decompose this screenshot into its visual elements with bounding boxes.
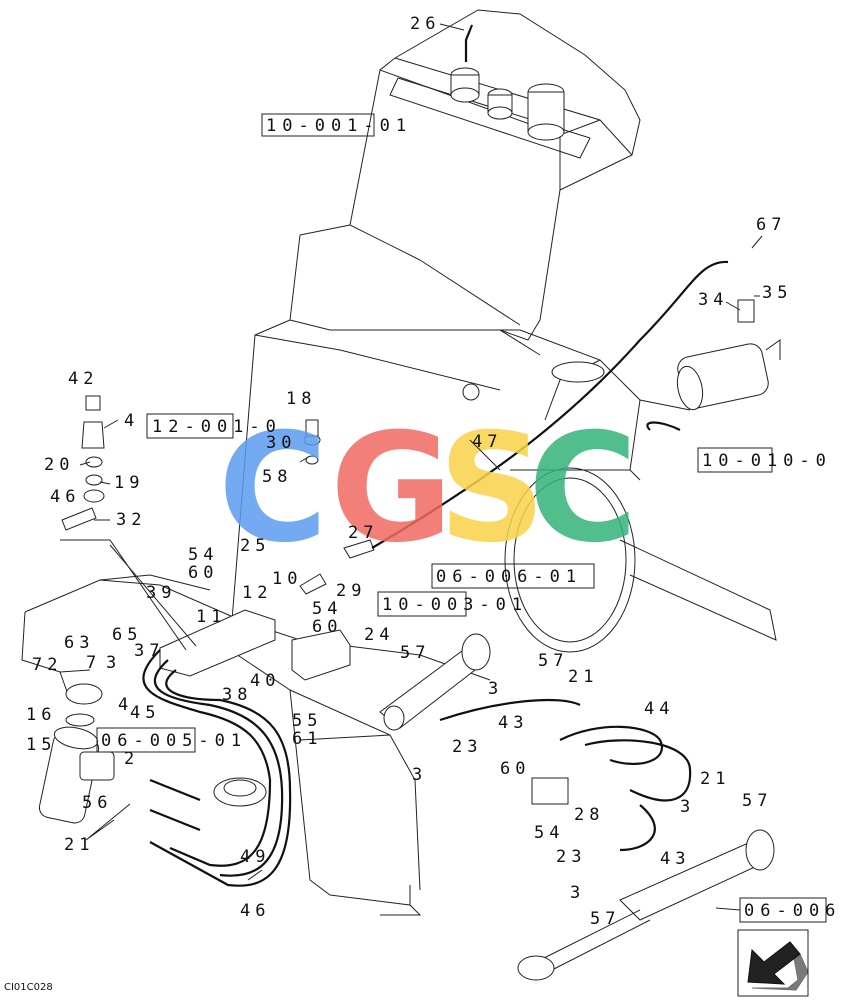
part-label: 43 — [660, 849, 690, 869]
reference-number: 06-005-01 — [101, 731, 247, 751]
part-label: 23 — [452, 737, 482, 757]
part-label: 57 — [742, 791, 772, 811]
reference-box: 10-001-01 — [261, 113, 412, 137]
hose-lines — [142, 260, 729, 887]
part-label: 25 — [240, 536, 270, 556]
reference-box: 12-001-0 — [146, 413, 282, 439]
part-labels: 26 67 35 34 42 4 20 19 46 32 18 30 58 47… — [26, 14, 792, 929]
part-label: 60 — [188, 563, 218, 583]
part-label: 23 — [556, 847, 586, 867]
part-label: 3 — [106, 653, 121, 673]
reference-number: 06-006 — [744, 901, 841, 921]
part-label: 58 — [262, 467, 292, 487]
part-label: 45 — [130, 703, 160, 723]
part-label: 30 — [266, 433, 296, 453]
watermark-letter: G — [330, 402, 453, 576]
reference-number: 10-003-01 — [382, 595, 528, 615]
part-label: 65 — [112, 625, 142, 645]
part-label: 3 — [570, 883, 585, 903]
part-label: 49 — [240, 847, 270, 867]
part-label: 12 — [242, 583, 272, 603]
part-label: 55 — [292, 711, 322, 731]
part-label: 3 — [680, 797, 695, 817]
part-label: 16 — [26, 705, 56, 725]
direction-arrow-icon — [737, 929, 809, 997]
part-label: 3 — [488, 679, 503, 699]
part-label: 72 — [32, 655, 62, 675]
reference-box: 10-003-01 — [377, 591, 528, 617]
part-label: 46 — [50, 487, 80, 507]
part-label: 63 — [64, 633, 94, 653]
part-label: 24 — [364, 625, 394, 645]
part-label: 60 — [500, 759, 530, 779]
part-label: 15 — [26, 735, 56, 755]
part-label: 38 — [222, 685, 252, 705]
part-label: 60 — [312, 617, 342, 637]
reference-box: 06-006-01 — [431, 563, 595, 589]
part-label: 29 — [336, 581, 366, 601]
watermark-letter: C — [528, 402, 638, 576]
part-label: 34 — [698, 290, 728, 310]
reference-box: 10-010-0 — [697, 447, 832, 473]
watermark: C G S C — [218, 402, 638, 576]
part-label: 7 — [86, 653, 101, 673]
part-label: 27 — [348, 523, 378, 543]
reference-boxes: 10-001-01 12-001-0 10-010-0 06-006-01 10… — [96, 113, 841, 923]
leader-lines — [60, 23, 763, 911]
part-label: 47 — [472, 432, 502, 452]
part-label: 26 — [410, 14, 440, 34]
part-label: 32 — [116, 510, 146, 530]
part-label: 42 — [68, 369, 98, 389]
part-label: 3 — [412, 765, 427, 785]
part-label: 40 — [250, 671, 280, 691]
reference-box: 06-006 — [739, 897, 841, 923]
part-label: 57 — [538, 651, 568, 671]
part-label: 11 — [196, 607, 226, 627]
part-label: 54 — [534, 823, 564, 843]
part-label: 39 — [146, 583, 176, 603]
part-label: 28 — [574, 805, 604, 825]
part-label: 57 — [400, 643, 430, 663]
part-label: 4 — [124, 411, 139, 431]
part-label: 4 — [118, 695, 133, 715]
part-label: 20 — [44, 455, 74, 475]
part-label: 54 — [188, 545, 218, 565]
reference-number: 06-006-01 — [436, 567, 582, 587]
part-label: 67 — [756, 215, 786, 235]
part-label: 2 — [124, 749, 139, 769]
reference-number: 12-001-0 — [152, 417, 282, 437]
watermark-letter: S — [438, 402, 546, 576]
part-label: 21 — [64, 835, 94, 855]
part-label: 61 — [292, 729, 322, 749]
part-label: 18 — [286, 389, 316, 409]
part-label: 19 — [114, 473, 144, 493]
part-label: 46 — [240, 901, 270, 921]
part-label: 35 — [762, 283, 792, 303]
part-label: 43 — [498, 713, 528, 733]
part-label: 21 — [700, 769, 730, 789]
reference-number: 10-001-01 — [266, 116, 412, 136]
part-label: 57 — [590, 909, 620, 929]
drawing-code: CI01C028 — [4, 982, 53, 993]
part-label: 56 — [82, 793, 112, 813]
part-label: 37 — [134, 641, 164, 661]
reference-number: 10-010-0 — [702, 451, 832, 471]
part-label: 44 — [644, 699, 674, 719]
watermark-letter: C — [218, 402, 328, 576]
machine-frame-drawing — [21, 9, 781, 981]
part-label: 21 — [568, 667, 598, 687]
reference-box: 06-005-01 — [96, 727, 247, 753]
part-label: 54 — [312, 599, 342, 619]
part-label: 10 — [272, 569, 302, 589]
